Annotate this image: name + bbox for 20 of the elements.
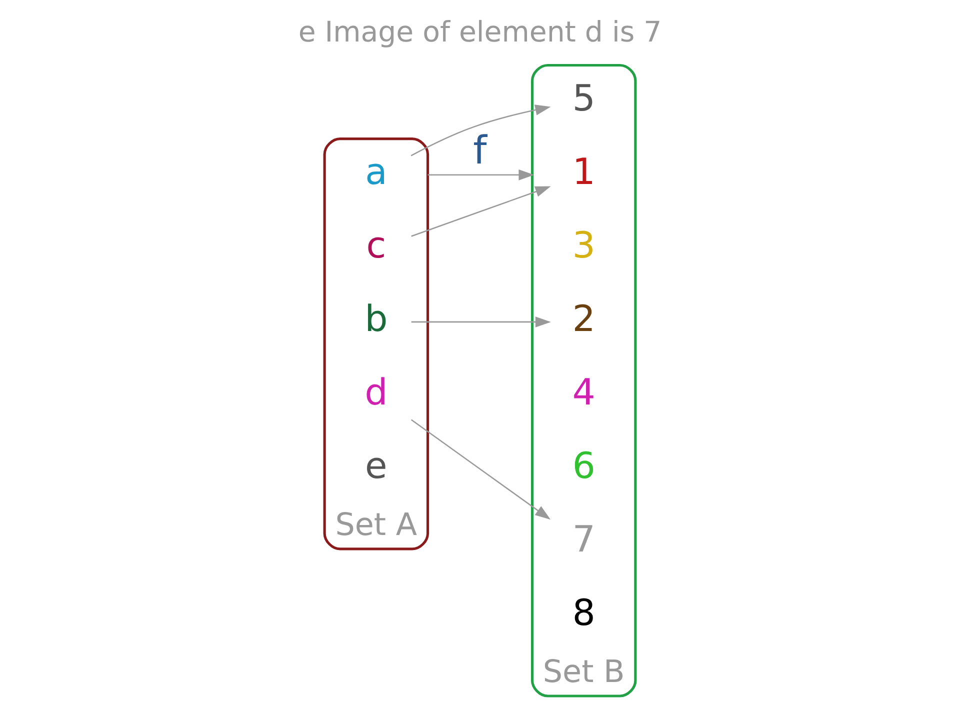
- arrow: [410, 419, 551, 520]
- node-text: a: [365, 150, 388, 193]
- node-text: e: [365, 444, 388, 487]
- arrow: [428, 169, 534, 180]
- diagram-title: e Image of element d is 7: [298, 16, 662, 49]
- node-text: 3: [572, 223, 596, 266]
- arrow: [411, 186, 551, 237]
- node-text: 6: [572, 444, 596, 487]
- node-text: 5: [572, 76, 596, 120]
- node-text: c: [366, 223, 386, 266]
- arrow: [411, 316, 551, 328]
- node-text: 7: [572, 517, 596, 560]
- node-text: 4: [572, 370, 596, 414]
- node-text: b: [364, 296, 388, 340]
- node-text: 2: [572, 296, 596, 340]
- edge-label: f: [473, 128, 487, 174]
- arrow: [410, 104, 551, 156]
- node-text: 8: [572, 590, 596, 634]
- node-text: d: [364, 370, 388, 414]
- node-text: 1: [572, 150, 596, 193]
